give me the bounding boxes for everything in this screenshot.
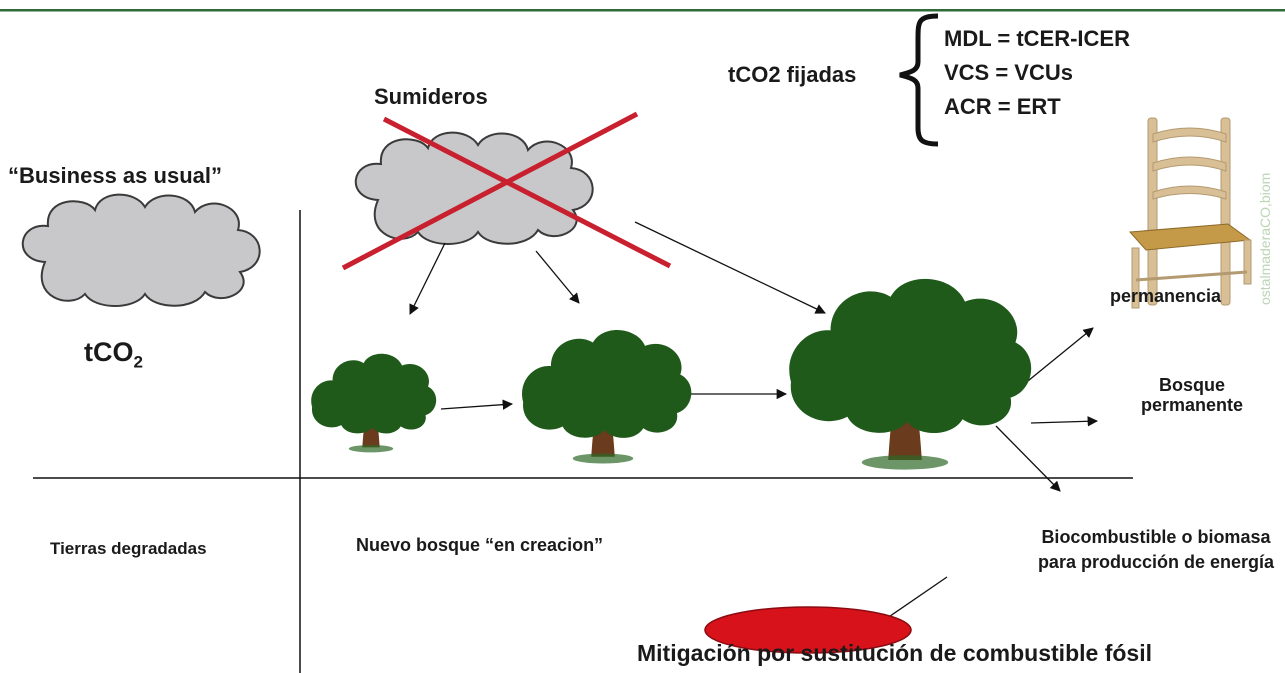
bio-line-1: Biocombustible o biomasa [1041,527,1271,547]
bosque-line-1: Bosque [1158,375,1225,395]
mitigacion-label: Mitigación por sustitución de combustibl… [637,640,1152,666]
vcs-label: VCS = VCUs [944,60,1073,85]
tree-icon [522,329,692,464]
sumideros-label: Sumideros [374,84,488,109]
tree-icon [789,278,1032,470]
header-border [0,0,1285,12]
bosque-permanente-label: Bosque permanente [1140,375,1243,416]
cross-mark [341,111,672,271]
tierras-degradadas-label: Tierras degradadas [50,539,207,558]
tco2-fijadas-label: tCO2 fijadas [728,62,857,87]
mitigation-ellipse [704,606,912,654]
acr-label: ACR = ERT [944,94,1061,119]
bracket-icon [899,13,939,147]
watermark: ostalmaderaCO,biom [1257,172,1273,305]
arrows [409,221,1099,624]
permanencia-label: permanencia [1110,286,1222,306]
tco2-main: tCO [84,337,134,367]
cloud-icon [21,193,261,307]
tree-icon [311,353,437,453]
bio-line-2: para producción de energía [1037,552,1274,573]
chair-icon [1128,117,1252,309]
tco2-subscript: 2 [133,352,143,372]
cloud-icon [354,131,594,245]
tco2-label: tCO2 [84,337,143,372]
biocombustible-label: Biocombustible o biomasa para producción… [1038,525,1274,575]
business-as-usual-label: “Business as usual” [8,163,222,188]
nuevo-bosque-label: Nuevo bosque “en creacion” [356,535,604,555]
bosque-line-2: permanente [1140,394,1243,415]
mdl-label: MDL = tCER-ICER [944,26,1130,51]
